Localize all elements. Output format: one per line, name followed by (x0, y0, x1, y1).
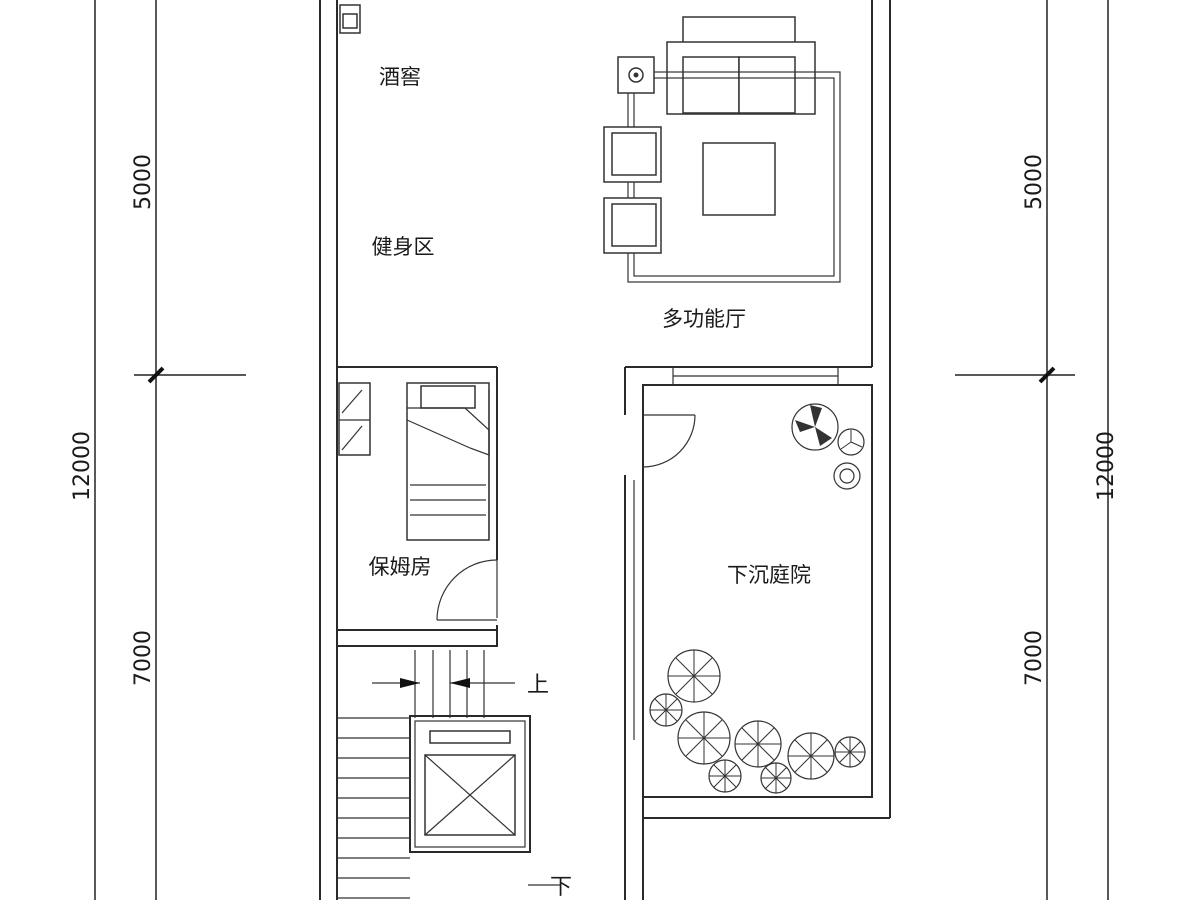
dim-left-lower: 7000 (131, 630, 156, 686)
tree-icon (677, 711, 731, 765)
staircase-icon (337, 650, 560, 899)
tree-icon (833, 462, 861, 490)
sofa-icon (666, 16, 816, 115)
tree-icon (734, 720, 782, 768)
room-label-multifunction-hall: 多功能厅 (662, 307, 746, 331)
tree-icon (649, 693, 683, 727)
dim-left-upper: 5000 (131, 154, 156, 210)
coffee-table-icon (702, 142, 776, 216)
right-dimension-lines (955, 0, 1109, 900)
tree-icon (791, 403, 839, 451)
armchair-icon (603, 197, 662, 254)
dim-right-upper: 5000 (1022, 154, 1047, 210)
tree-icon (708, 759, 742, 793)
tree-icon (834, 736, 866, 768)
tree-icon (787, 732, 835, 780)
walls (319, 0, 891, 900)
room-label-wine-cellar: 酒窖 (379, 65, 421, 89)
wardrobe-icon (338, 382, 371, 456)
dim-right-lower: 7000 (1022, 630, 1047, 686)
room-label-nanny-room: 保姆房 (369, 555, 432, 579)
lamp-icon (617, 56, 655, 94)
stair-up-label: 上 (527, 673, 549, 698)
left-dimension-lines (94, 0, 246, 900)
wine-cabinet-icon (339, 4, 361, 34)
stair-down-label: 下 (550, 875, 572, 900)
room-label-gym: 健身区 (372, 235, 435, 259)
bed-icon (406, 382, 490, 541)
tree-icon (667, 649, 721, 703)
tree-icon (837, 428, 865, 456)
dim-left-total: 12000 (70, 431, 95, 501)
elevator-icon (409, 715, 531, 853)
armchair-icon (603, 126, 662, 183)
dim-right-total: 12000 (1094, 431, 1119, 501)
tree-icon (760, 762, 792, 794)
room-label-sunken-courtyard: 下沉庭院 (727, 563, 811, 587)
